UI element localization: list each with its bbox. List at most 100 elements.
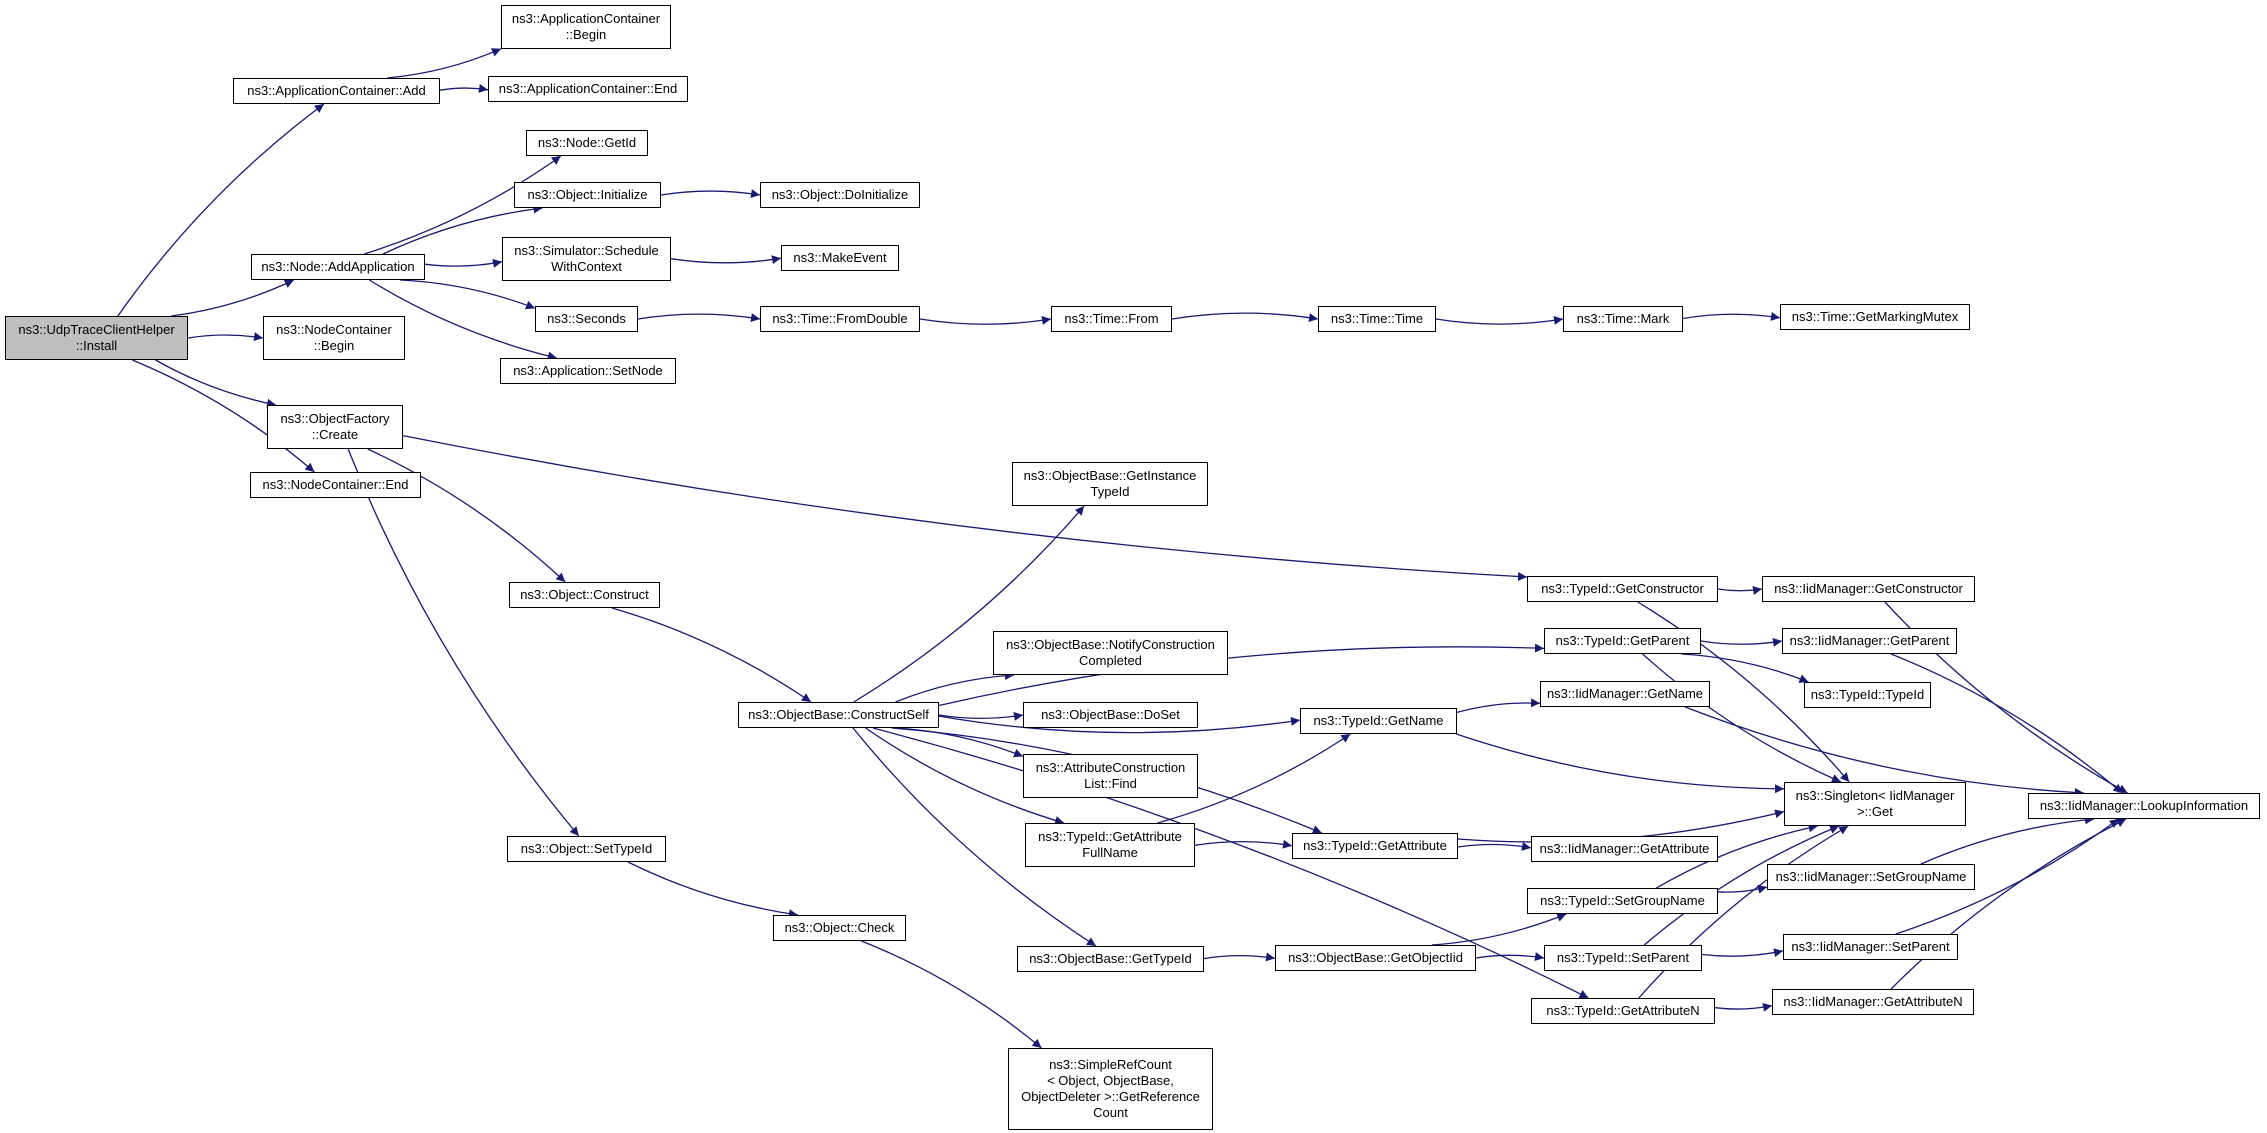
edge-iid-getattrn-to-iid-lookup (1890, 818, 2127, 990)
edge-install-to-nodecont-begin (187, 332, 264, 342)
node-attr-find[interactable]: ns3::AttributeConstruction List::Find (1023, 754, 1198, 798)
node-iid-getattrn[interactable]: ns3::IidManager::GetAttributeN (1772, 989, 1974, 1015)
edge-iid-getname-to-iid-lookup (1684, 706, 2084, 798)
node-time-from[interactable]: ns3::Time::From (1051, 306, 1172, 332)
edge-obj-construct-to-objbase-constructself (611, 607, 812, 703)
edge-objbase-constructself-to-typeid-getattrn (872, 727, 1589, 999)
node-iid-lookup[interactable]: ns3::IidManager::LookupInformation (2028, 793, 2260, 819)
node-objbase-doset[interactable]: ns3::ObjectBase::DoSet (1023, 702, 1198, 728)
edge-typeid-setparent-to-iid-setparent (1701, 948, 1784, 958)
edge-obj-initialize-to-obj-doinitialize (660, 189, 761, 199)
node-time-getmutex[interactable]: ns3::Time::GetMarkingMutex (1780, 304, 1970, 330)
node-iid-setparent[interactable]: ns3::IidManager::SetParent (1783, 934, 1958, 960)
edge-typeid-getattrfull-to-typeid-getname (1157, 733, 1351, 824)
edge-time-from-to-time-time (1171, 312, 1319, 323)
edge-typeid-getattrn-to-singleton-get (1638, 825, 1849, 999)
node-install[interactable]: ns3::UdpTraceClientHelper ::Install (5, 316, 188, 360)
edge-install-to-objfactory-create (155, 359, 277, 408)
node-typeid-getname[interactable]: ns3::TypeId::GetName (1300, 708, 1457, 734)
node-nodecont-begin[interactable]: ns3::NodeContainer ::Begin (263, 316, 405, 360)
node-appcont-end[interactable]: ns3::ApplicationContainer::End (488, 76, 688, 102)
edge-objbase-constructself-to-objbase-notify (895, 671, 1015, 703)
node-appcont-begin[interactable]: ns3::ApplicationContainer ::Begin (501, 5, 671, 49)
edge-seconds-to-time-fromdouble (637, 313, 761, 323)
edge-objbase-getobjectiid-to-typeid-setgroupname (1431, 913, 1567, 946)
edge-iid-getparent-to-iid-lookup (1890, 653, 2123, 794)
node-sim-schedule[interactable]: ns3::Simulator::Schedule WithContext (502, 237, 671, 281)
node-obj-check[interactable]: ns3::Object::Check (773, 915, 906, 941)
edge-obj-check-to-simplerefcount (861, 940, 1042, 1049)
node-typeid-getparent[interactable]: ns3::TypeId::GetParent (1544, 628, 1701, 654)
node-obj-initialize[interactable]: ns3::Object::Initialize (514, 182, 661, 208)
node-app-setnode[interactable]: ns3::Application::SetNode (500, 358, 676, 384)
node-iid-getattr[interactable]: ns3::IidManager::GetAttribute (1531, 836, 1718, 862)
node-objbase-constructself[interactable]: ns3::ObjectBase::ConstructSelf (738, 702, 939, 728)
node-nodecont-end[interactable]: ns3::NodeContainer::End (250, 472, 421, 498)
node-objfactory-create[interactable]: ns3::ObjectFactory ::Create (267, 405, 403, 449)
edge-typeid-getparent-to-iid-getparent (1700, 637, 1783, 647)
edge-install-to-node-addapp (171, 279, 295, 317)
node-node-addapp[interactable]: ns3::Node::AddApplication (251, 254, 425, 280)
edge-appcont-add-to-appcont-end (439, 83, 489, 93)
edge-node-addapp-to-seconds (400, 279, 536, 310)
node-objbase-gettypeid[interactable]: ns3::ObjectBase::GetTypeId (1017, 946, 1204, 972)
node-iid-getparent[interactable]: ns3::IidManager::GetParent (1782, 628, 1957, 654)
edge-node-addapp-to-obj-initialize (382, 204, 543, 255)
edge-appcont-add-to-appcont-begin (387, 48, 502, 79)
node-objbase-getinstance[interactable]: ns3::ObjectBase::GetInstance TypeId (1012, 462, 1208, 506)
node-simplerefcount[interactable]: ns3::SimpleRefCount < Object, ObjectBase… (1008, 1048, 1213, 1130)
edge-sim-schedule-to-makeevent (670, 255, 782, 265)
node-seconds[interactable]: ns3::Seconds (535, 306, 638, 332)
edge-objfactory-create-to-obj-construct (367, 448, 566, 583)
node-obj-doinitialize[interactable]: ns3::Object::DoInitialize (760, 182, 920, 208)
edge-obj-settypeid-to-obj-check (627, 861, 798, 919)
node-obj-settypeid[interactable]: ns3::Object::SetTypeId (507, 836, 666, 862)
node-iid-getname[interactable]: ns3::IidManager::GetName (1540, 681, 1710, 707)
node-iid-setgroupname[interactable]: ns3::IidManager::SetGroupName (1767, 864, 1975, 890)
node-typeid-setparent[interactable]: ns3::TypeId::SetParent (1544, 945, 1702, 971)
node-singleton-get[interactable]: ns3::Singleton< IidManager >::Get (1784, 782, 1966, 826)
edge-iid-setgroupname-to-iid-lookup (1920, 815, 2095, 865)
edge-objbase-gettypeid-to-objbase-getobjectiid (1203, 952, 1276, 962)
node-typeid-getattr[interactable]: ns3::TypeId::GetAttribute (1292, 833, 1458, 859)
edge-typeid-getattrn-to-iid-getattrn (1714, 1002, 1773, 1012)
node-typeid-getattrn[interactable]: ns3::TypeId::GetAttributeN (1531, 998, 1715, 1024)
node-time-mark[interactable]: ns3::Time::Mark (1563, 306, 1683, 332)
node-objbase-notify[interactable]: ns3::ObjectBase::NotifyConstruction Comp… (993, 631, 1228, 675)
edge-typeid-getparent-to-singleton-get (1642, 653, 1842, 783)
node-makeevent[interactable]: ns3::MakeEvent (781, 245, 899, 271)
edge-objbase-constructself-to-typeid-getparent (938, 643, 1545, 707)
edge-node-addapp-to-sim-schedule (424, 258, 503, 268)
node-time-fromdouble[interactable]: ns3::Time::FromDouble (760, 306, 920, 332)
node-appcont-add[interactable]: ns3::ApplicationContainer::Add (233, 78, 440, 104)
node-typeid-setgroupname[interactable]: ns3::TypeId::SetGroupName (1527, 888, 1718, 914)
edge-objbase-constructself-to-objbase-getinstance (853, 505, 1085, 703)
edge-typeid-setgroupname-to-singleton-get (1655, 823, 1818, 889)
edge-objbase-constructself-to-objbase-doset (938, 711, 1024, 721)
edge-typeid-getname-to-singleton-get (1456, 733, 1785, 794)
edge-typeid-getconstructor-to-iid-getconstructor (1717, 585, 1763, 595)
edge-node-addapp-to-node-getid (363, 155, 562, 255)
node-typeid-getconstructor[interactable]: ns3::TypeId::GetConstructor (1527, 576, 1718, 602)
edge-node-addapp-to-app-setnode (368, 279, 557, 361)
edge-objbase-getobjectiid-to-typeid-setparent (1475, 952, 1545, 962)
node-typeid-getattrfull[interactable]: ns3::TypeId::GetAttribute FullName (1025, 823, 1195, 867)
edge-install-to-appcont-add (117, 103, 325, 317)
node-typeid-typeid[interactable]: ns3::TypeId::TypeId (1804, 682, 1931, 708)
edge-objbase-constructself-to-objbase-gettypeid (852, 727, 1097, 947)
node-obj-construct[interactable]: ns3::Object::Construct (509, 582, 660, 608)
edge-objfactory-create-to-obj-settypeid (347, 448, 580, 837)
node-time-time[interactable]: ns3::Time::Time (1318, 306, 1436, 332)
node-objbase-getobjectiid[interactable]: ns3::ObjectBase::GetObjectIid (1275, 945, 1476, 971)
node-iid-getconstructor[interactable]: ns3::IidManager::GetConstructor (1762, 576, 1975, 602)
edge-typeid-getconstructor-to-singleton-get (1637, 601, 1850, 783)
edge-time-fromdouble-to-time-from (919, 315, 1052, 325)
edge-typeid-getparent-to-typeid-typeid (1681, 653, 1809, 683)
edge-time-time-to-time-mark (1435, 315, 1564, 325)
edge-typeid-getattrfull-to-typeid-getattr (1194, 839, 1293, 849)
node-node-getid[interactable]: ns3::Node::GetId (526, 130, 648, 156)
edge-objfactory-create-to-typeid-getconstructor (402, 434, 1528, 582)
edge-typeid-setparent-to-singleton-get (1643, 825, 1840, 946)
